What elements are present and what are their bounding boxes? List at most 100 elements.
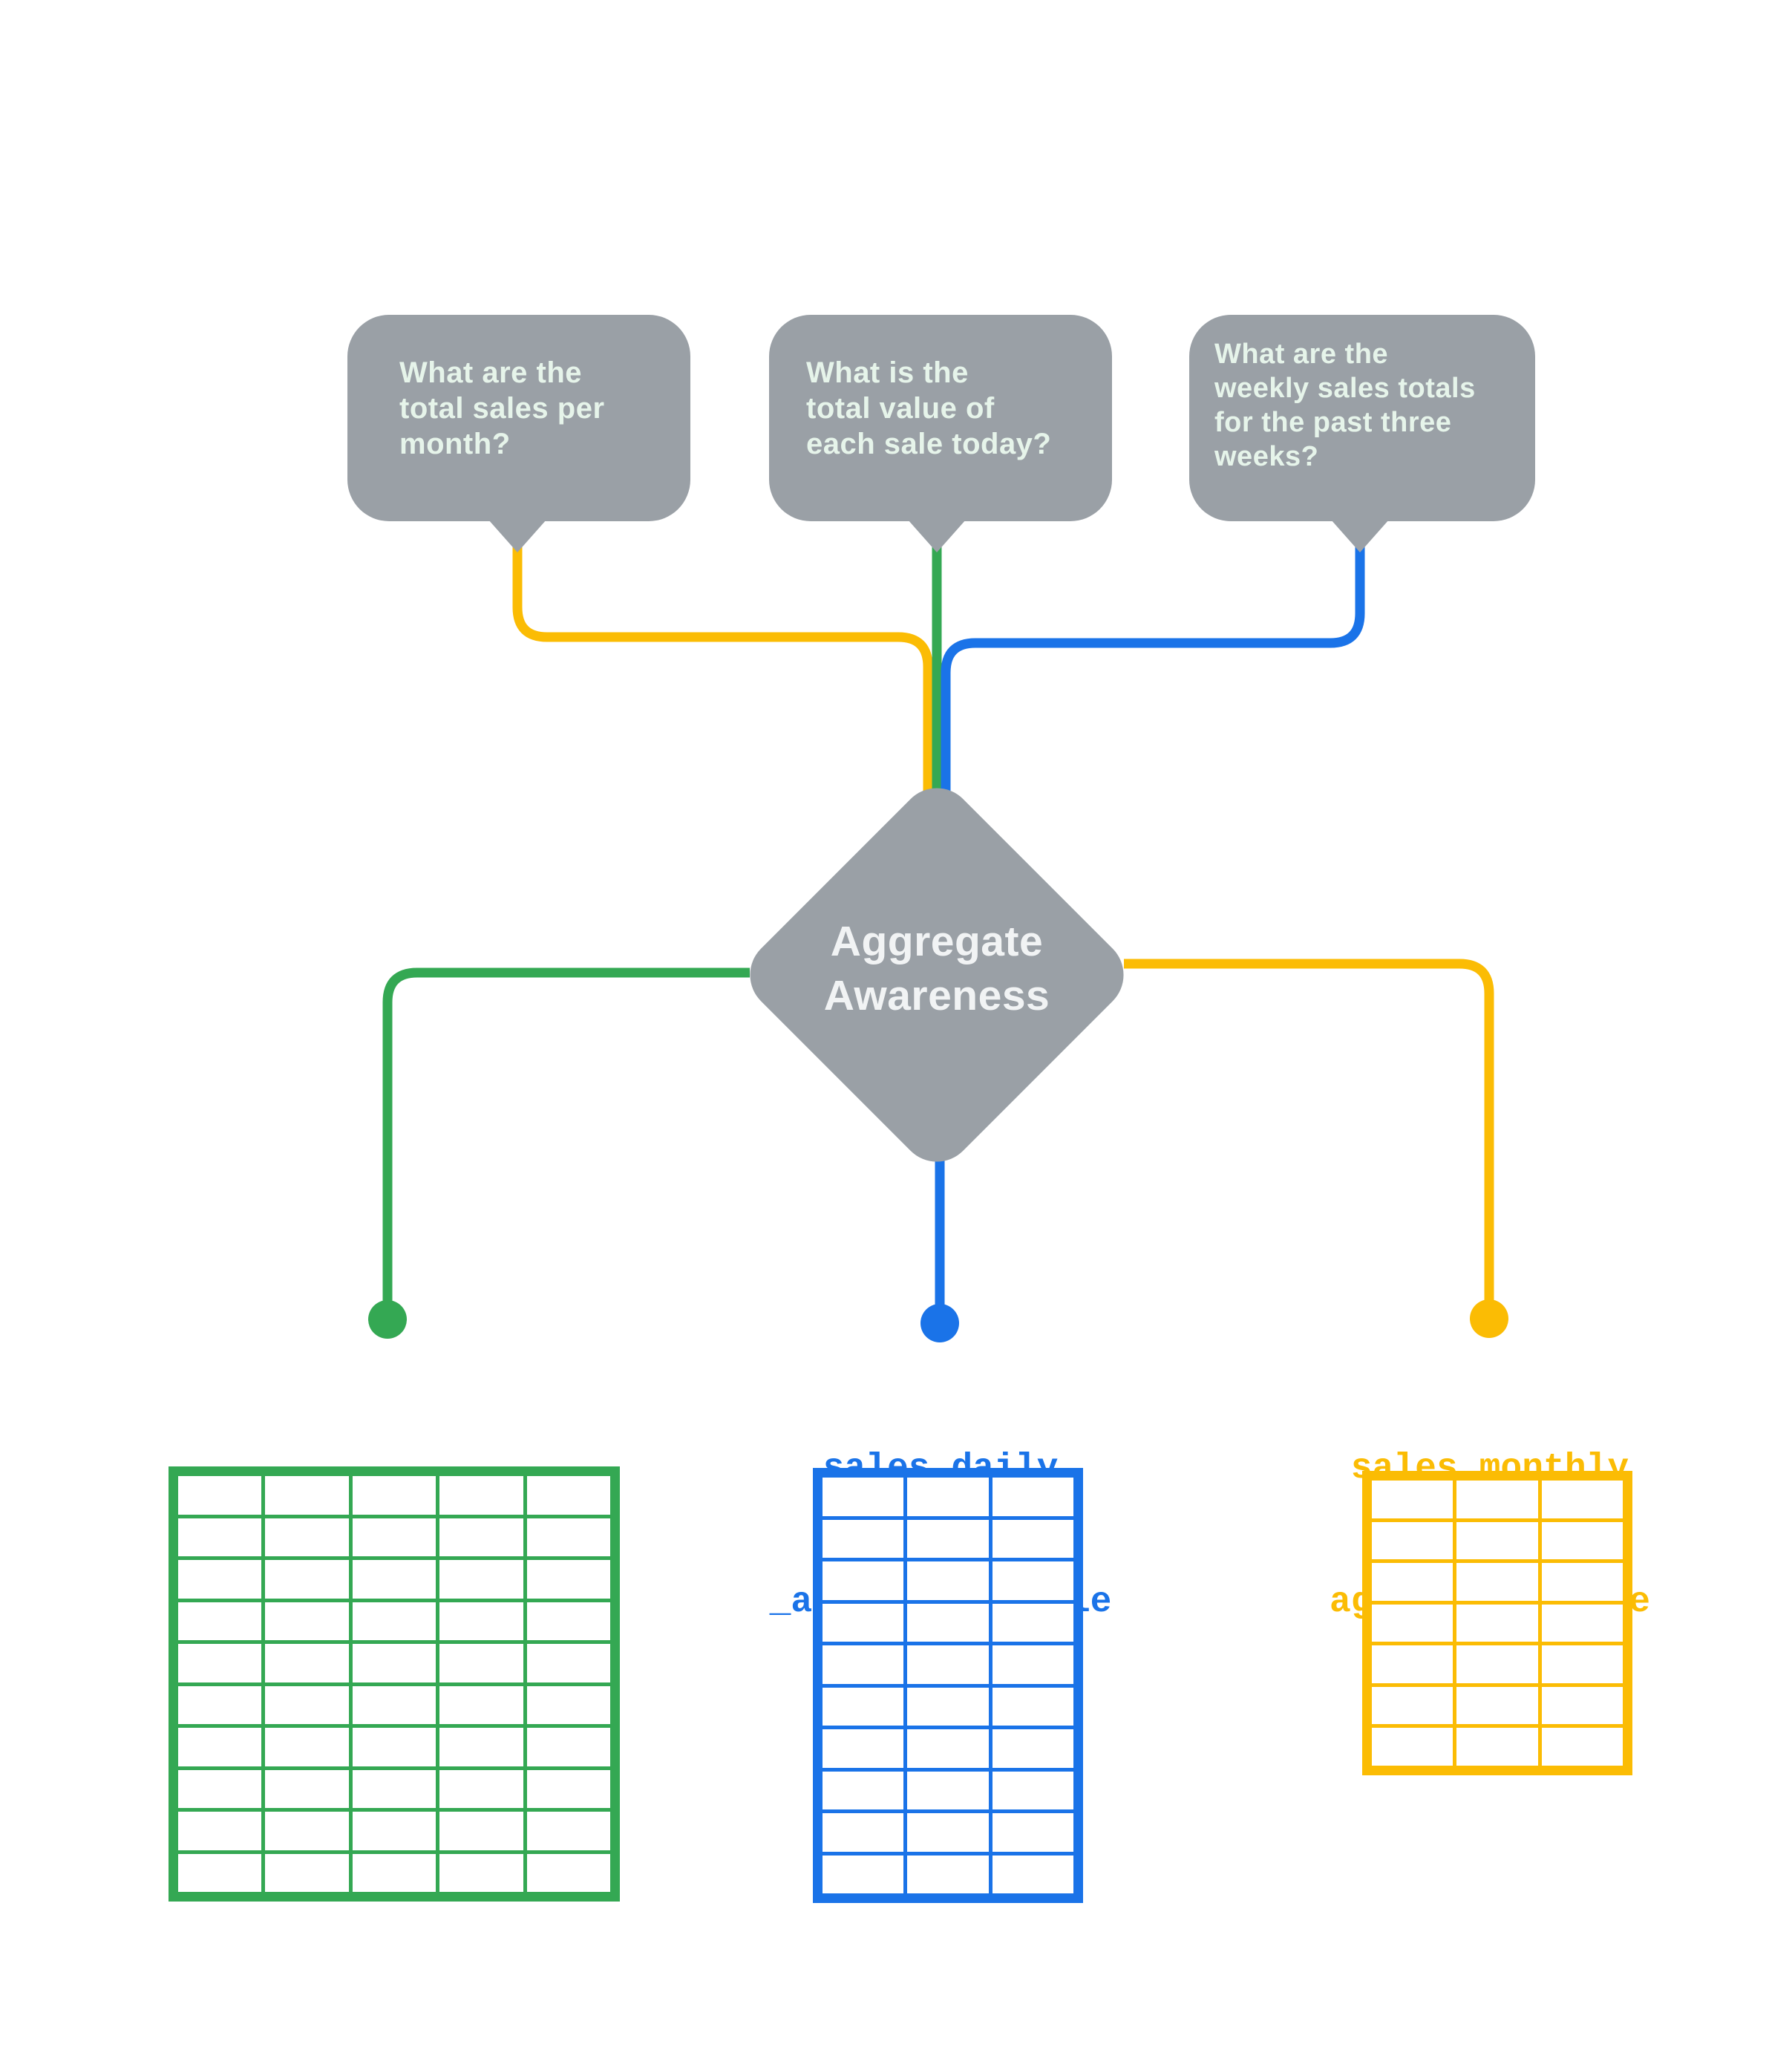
connector-to-monthly-table (1124, 959, 1494, 1319)
table-cell (1541, 1481, 1623, 1518)
table-cell (1456, 1728, 1538, 1766)
table-cell (352, 1476, 436, 1515)
table-cell (439, 1518, 523, 1556)
table-cell (907, 1687, 989, 1726)
connector-to-orders-database (382, 967, 750, 1319)
table-cell (526, 1728, 610, 1766)
table-cell (352, 1812, 436, 1850)
table-cell (992, 1729, 1073, 1768)
question-line: weeks? (1214, 441, 1319, 472)
table-cell (1372, 1728, 1453, 1766)
table-cell (907, 1478, 989, 1516)
table-cell (823, 1645, 904, 1684)
table-cell (265, 1769, 349, 1808)
table-cell (352, 1685, 436, 1724)
sales-daily-aggregate-table (813, 1468, 1083, 1903)
table-cell (526, 1644, 610, 1682)
table-cell (907, 1645, 989, 1684)
table-cell (823, 1729, 904, 1768)
table-cell (352, 1853, 436, 1892)
table-cell (823, 1855, 904, 1893)
table-cell (526, 1812, 610, 1850)
table-cell (178, 1518, 262, 1556)
table-cell (992, 1855, 1073, 1893)
question-text-daily-sales: What is the total value of each sale tod… (769, 315, 1112, 462)
table-cell (352, 1644, 436, 1682)
table-cell (823, 1687, 904, 1726)
yellow-endpoint-dot (1470, 1299, 1508, 1338)
table-cell (178, 1560, 262, 1599)
question-bubble-daily-sales: What is the total value of each sale tod… (769, 315, 1112, 552)
question-text-monthly-sales: What are the total sales per month? (347, 315, 690, 462)
table-cell (526, 1602, 610, 1640)
question-line: total sales per (399, 392, 605, 425)
table-cell (1372, 1563, 1453, 1601)
table-cell (265, 1728, 349, 1766)
question-line: month? (399, 428, 511, 460)
question-text-weekly-sales: What are the weekly sales totals for the… (1189, 315, 1535, 474)
table-cell (1456, 1645, 1538, 1683)
table-cell (265, 1518, 349, 1556)
table-cell (1456, 1481, 1538, 1518)
table-cell (1541, 1521, 1623, 1560)
table-cell (823, 1519, 904, 1558)
table-cell (178, 1812, 262, 1850)
table-cell (1456, 1563, 1538, 1601)
table-cell (823, 1478, 904, 1516)
table-cell (439, 1644, 523, 1682)
table-cell (526, 1769, 610, 1808)
table-cell (1541, 1686, 1623, 1725)
table-cell (992, 1813, 1073, 1852)
table-cell (526, 1476, 610, 1515)
table-cell (1456, 1521, 1538, 1560)
question-bubble-monthly-sales: What are the total sales per month? (347, 315, 690, 552)
table-cell (1372, 1481, 1453, 1518)
table-cell (907, 1813, 989, 1852)
table-cell (1372, 1686, 1453, 1725)
table-cell (526, 1560, 610, 1599)
table-cell (178, 1728, 262, 1766)
table-cell (907, 1729, 989, 1768)
table-cell (178, 1476, 262, 1515)
table-cell (265, 1644, 349, 1682)
bubble-tail (908, 520, 966, 552)
table-cell (1372, 1645, 1453, 1683)
table-cell (1541, 1645, 1623, 1683)
table-cell (439, 1728, 523, 1766)
table-cell (823, 1603, 904, 1642)
table-cell (992, 1603, 1073, 1642)
table-cell (823, 1813, 904, 1852)
table-cell (265, 1560, 349, 1599)
question-bubble-weekly-sales: What are the weekly sales totals for the… (1189, 315, 1535, 552)
question-line: total value of (806, 392, 995, 425)
table-cell (178, 1602, 262, 1640)
table-cell (439, 1560, 523, 1599)
table-cell (1456, 1686, 1538, 1725)
table-cell (907, 1855, 989, 1893)
table-cell (439, 1685, 523, 1724)
question-line: each sale today? (806, 428, 1052, 460)
table-cell (992, 1478, 1073, 1516)
orders-database-table (169, 1466, 620, 1902)
table-cell (439, 1769, 523, 1808)
table-cell (907, 1771, 989, 1809)
table-cell (265, 1602, 349, 1640)
table-cell (178, 1685, 262, 1724)
table-cell (1541, 1604, 1623, 1642)
table-cell (1541, 1728, 1623, 1766)
table-cell (992, 1519, 1073, 1558)
connector-monthly-question-line (512, 526, 933, 839)
table-cell (526, 1518, 610, 1556)
table-cell (526, 1853, 610, 1892)
question-line: What is the (806, 356, 969, 389)
table-cell (439, 1812, 523, 1850)
table-cell (352, 1518, 436, 1556)
question-line: weekly sales totals (1214, 373, 1476, 404)
table-cell (265, 1685, 349, 1724)
table-cell (352, 1602, 436, 1640)
table-cell (1456, 1604, 1538, 1642)
table-cell (526, 1685, 610, 1724)
diamond-label: Aggregate Awareness (751, 915, 1122, 1023)
diamond-label-line: Awareness (823, 972, 1050, 1019)
